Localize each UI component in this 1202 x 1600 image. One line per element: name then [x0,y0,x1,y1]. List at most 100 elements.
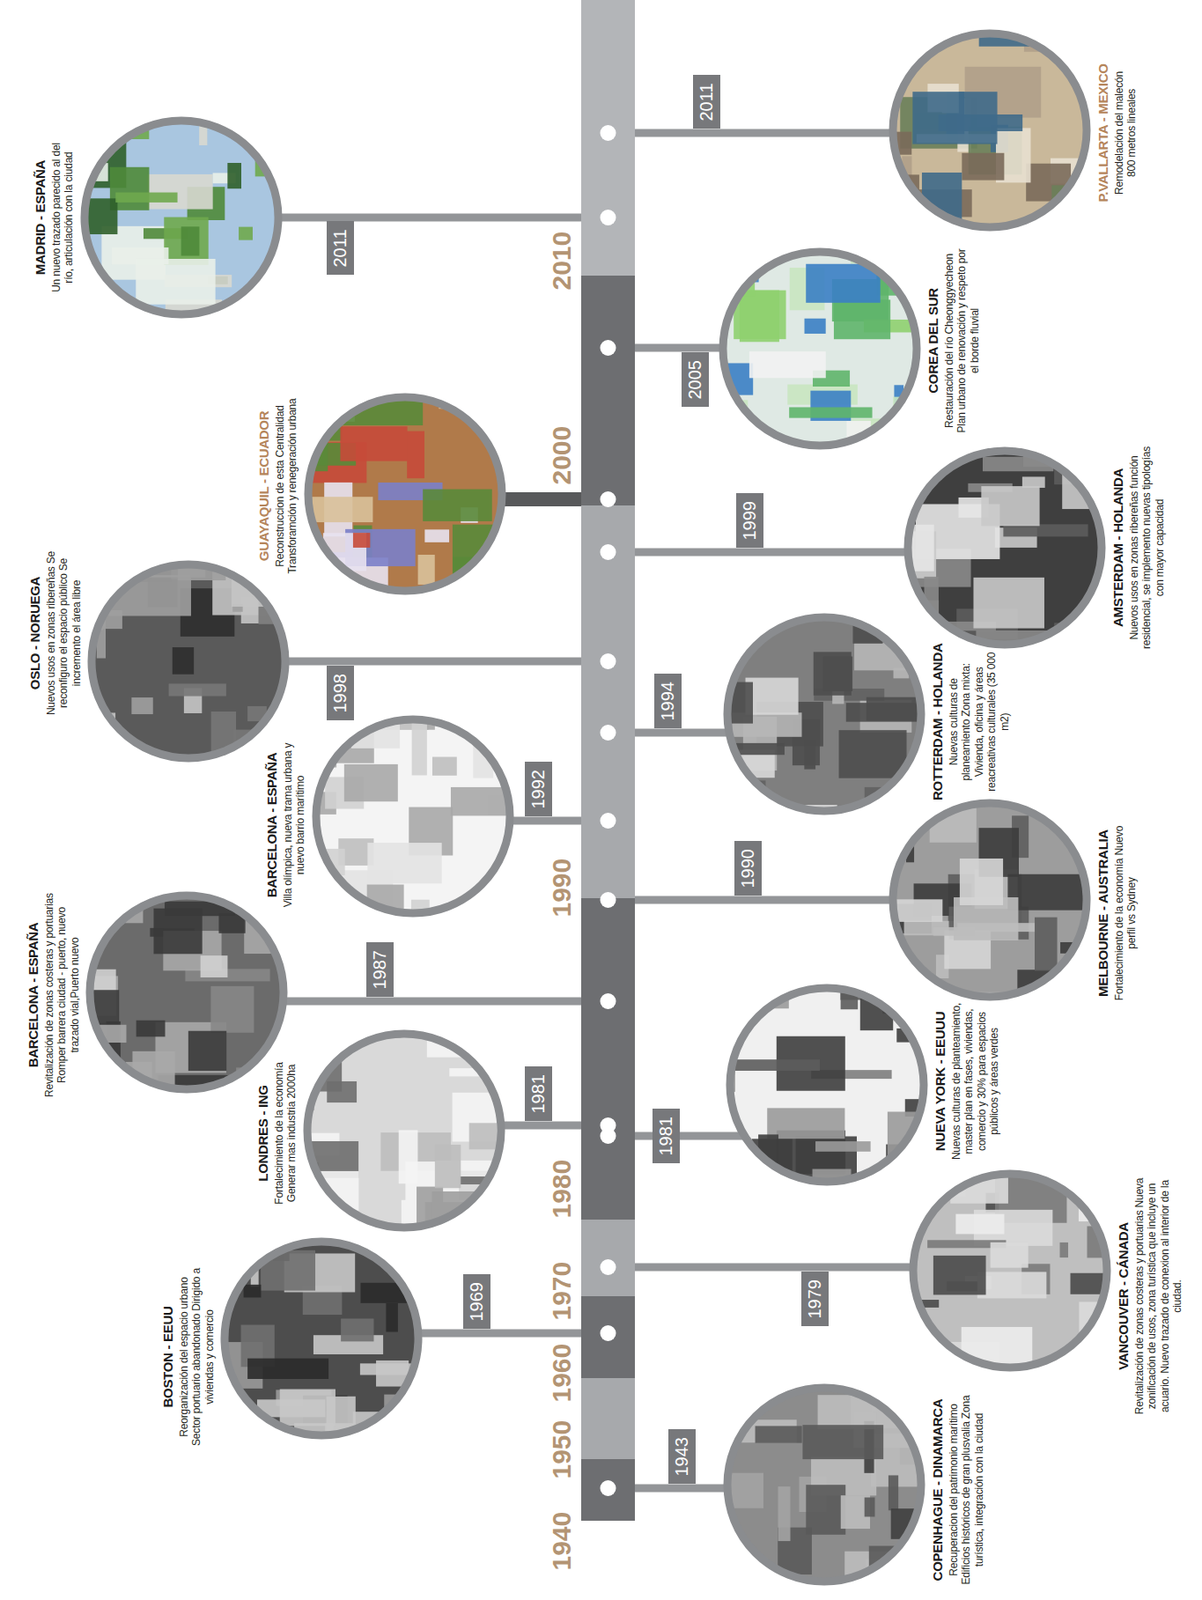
timeline-dot [600,993,617,1010]
photo-detail [802,1424,884,1460]
city-node: MADRID - ESPAÑAUn nuevo trazado parecido… [32,114,285,321]
photo-detail [973,577,1044,629]
year-label: 1999 [736,493,764,549]
photo-detail [163,217,208,266]
city-heading: GUAYAQUIL - ECUADOR [256,396,273,577]
timeline-dot [600,653,617,670]
photo-detail [210,986,254,1033]
city-heading: AMSTERDAM - HOLANDA [1110,442,1127,654]
timeline-dot [600,339,617,356]
photo-detail [398,1129,419,1184]
photo-circle [716,245,923,452]
decade-label: 2000 [546,426,577,486]
photo-detail [247,1358,329,1379]
photo-ground [78,114,285,321]
photo-detail [200,955,229,978]
photo-detail [385,1303,399,1333]
photo-ring [892,803,1087,997]
city-description: Reorganización del espacio urbano Sector… [177,1262,216,1453]
city-heading: ROTTERDAM - HOLANDA [929,643,946,801]
photo-detail [435,1144,461,1188]
photo-detail [339,426,407,461]
photo-detail [153,908,202,955]
city-text: AMSTERDAM - HOLANDANuevos usos en zonas … [1110,442,1166,654]
photo-detail [716,258,755,296]
photo-circle [218,1235,425,1442]
year-label: 1969 [463,1274,491,1330]
city-text: BARCELONA - ESPAÑARevitalización de zona… [25,889,82,1101]
timeline-bar [581,505,635,899]
photo-ring [91,564,286,759]
photo-detail [412,722,428,776]
photo-detail [961,153,1004,181]
city-heading: LONDRES - ING [255,1052,272,1216]
photo-detail [749,351,826,378]
photo-ring [722,251,917,446]
timeline-bar [581,1378,635,1460]
city-description: Recuperacion del patrimonio marítimo Edi… [947,1393,986,1587]
photo-detail [418,554,436,585]
photo-detail [172,647,194,675]
photo-detail [886,979,937,1003]
photo-detail [255,123,285,177]
photo-circle [85,558,292,765]
photo-ground [85,558,292,765]
photo-detail [135,258,215,305]
city-description: Un nuevo trazado parecido al del río, ar… [50,138,76,297]
photo-detail [766,1107,845,1139]
photo-detail [721,792,765,804]
city-node: GUAYAQUIL - ECUADORReconstruccion de est… [256,390,509,598]
city-description: Nuevas culturas de planteamiento, master… [950,1000,1002,1164]
photo-detail [803,740,816,770]
photo-detail [990,1242,1029,1269]
photo-detail [833,299,891,340]
photo-detail [340,1318,374,1342]
photo-detail [745,678,799,716]
photo-ring [224,1241,419,1436]
photo-ring [84,120,279,315]
photo-circle [907,1167,1114,1374]
city-text: BARCELONA - ESPAÑAVilla olímpica, nueva … [264,737,308,914]
photo-detail [169,683,227,696]
photo-detail [1059,444,1087,454]
photo-detail [755,1425,803,1443]
timeline-dot [600,1259,617,1276]
city-heading: BARCELONA - ESPAÑA [264,737,281,914]
photo-detail [227,162,242,189]
photo-ring [892,33,1087,228]
photo-circle [721,1381,928,1588]
city-heading: OSLO - NORUEGA [27,538,44,729]
photo-detail [184,968,270,981]
photo-detail [910,1167,939,1201]
city-text: P.VALLARTA - MEXICORemodelación del male… [1095,63,1139,202]
photo-ground [723,981,930,1188]
city-heading: NUEVA YORK - EEUUU [932,1000,949,1164]
year-label: 2005 [681,352,709,408]
photo-ring [730,988,924,1182]
timeline-dot [600,812,617,829]
photo-detail [907,1342,923,1363]
photo-detail [723,1138,738,1188]
photo-detail [280,1389,336,1427]
year-label: 2011 [693,74,721,129]
photo-detail [301,1027,332,1041]
city-description: Restauración del río Cheonggyecheon Plan… [943,243,981,438]
photo-ground [886,27,1093,234]
photo-detail [251,114,285,155]
photo-ring [316,719,510,914]
photo-detail [348,713,373,727]
year-label: 1981 [524,1066,553,1122]
photo-detail [778,1486,791,1542]
city-heading: BARCELONA - ESPAÑA [25,889,42,1101]
photo-detail [136,1020,166,1038]
city-heading: P.VALLARTA - MEXICO [1095,63,1112,202]
photo-detail [805,1484,846,1535]
timeline-bar [581,1296,635,1379]
photo-detail [94,294,110,321]
decade-label: 1950 [546,1420,577,1480]
city-description: Villa olímpica, nueva trama urbana y nue… [281,737,308,914]
photo-ring [727,617,922,812]
timeline-dot [600,125,617,141]
year-label: 1992 [524,761,553,818]
